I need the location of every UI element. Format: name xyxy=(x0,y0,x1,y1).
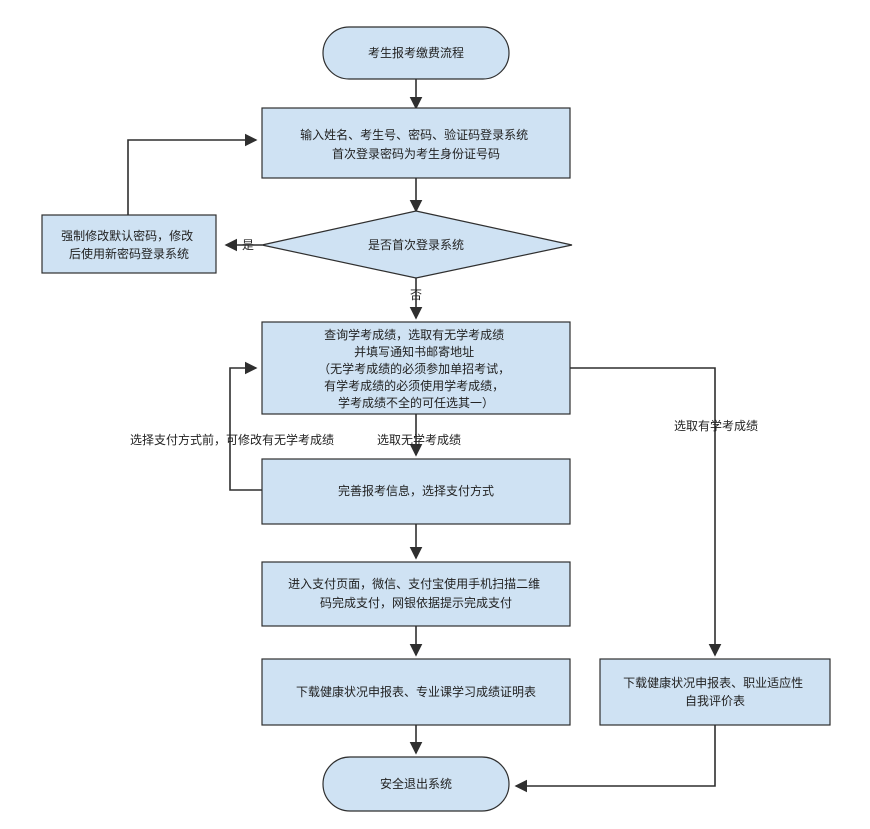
node-payment: 进入支付页面，微信、支付宝使用手机扫描二维 码完成支付，网银依据提示完成支付 xyxy=(261,561,571,627)
node-complete-info-line-1: 完善报考信息，选择支付方式 xyxy=(338,483,494,498)
svg-text:输入姓名、考生号、密码、验证码登录系统 首次登录: 输入姓名、考生号、密码、验证码登录系统 首次登录密码为考生身份证号码 xyxy=(300,127,532,161)
node-download-career-line-1: 下载健康状况申报表、职业适应性 xyxy=(623,675,803,690)
terminator-shape xyxy=(322,26,510,80)
edge-label-no-scores: 选取无学考成绩 xyxy=(377,432,461,447)
process-box xyxy=(261,321,571,415)
edge-career-to-exit xyxy=(514,725,716,793)
svg-text:下载健康状况申报表、专业课学习成绩证明表: 下载健康状况申报表、专业课学习成绩证明表 xyxy=(296,684,536,699)
edge-label-modify-before-pay: 选择支付方式前，可修改有无学考成绩 xyxy=(130,432,334,447)
process-box xyxy=(261,107,571,179)
edge-query-has-scores xyxy=(570,367,722,657)
node-change-password-line-2: 后使用新密码登录系统 xyxy=(69,246,189,261)
process-box xyxy=(41,214,217,274)
node-login-line-2: 首次登录密码为考生身份证号码 xyxy=(332,146,500,161)
node-decision-line-1: 是否首次登录系统 xyxy=(368,237,464,252)
terminator-shape xyxy=(322,756,510,812)
node-login-line-1: 输入姓名、考生号、密码、验证码登录系统 xyxy=(300,127,528,142)
svg-text:下载健康状况申报表、职业适应性 自我评价表: 下载健康状况申报表、职业适应性 自我评价表 xyxy=(623,675,807,708)
node-complete-info: 完善报考信息，选择支付方式 xyxy=(261,458,571,525)
process-box xyxy=(261,658,571,726)
process-box xyxy=(599,658,831,726)
edge-change-password-to-login xyxy=(127,133,258,215)
node-exit: 安全退出系统 xyxy=(322,756,510,812)
edge-label-has-scores: 选取有学考成绩 xyxy=(674,418,758,433)
node-start: 考生报考缴费流程 xyxy=(322,26,510,80)
node-download-course-line-1: 下载健康状况申报表、专业课学习成绩证明表 xyxy=(296,684,536,699)
node-query-line-5: 学考成绩不全的可任选其一） xyxy=(338,395,494,410)
svg-text:查询学考成绩，选取有无学考成绩 并填写通知书邮寄: 查询学考成绩，选取有无学考成绩 并填写通知书邮寄地址 （无学考成绩的必须参加单招… xyxy=(318,327,514,410)
node-exit-line-1: 安全退出系统 xyxy=(380,776,452,791)
node-payment-line-1: 进入支付页面，微信、支付宝使用手机扫描二维 xyxy=(288,576,540,591)
node-query-line-2: 并填写通知书邮寄地址 xyxy=(354,344,474,359)
svg-text:进入支付页面，微信、支付宝使用手机扫描二维 码完: 进入支付页面，微信、支付宝使用手机扫描二维 码完成支付，网银依据提示完成支付 xyxy=(288,576,544,610)
node-payment-line-2: 码完成支付，网银依据提示完成支付 xyxy=(320,595,512,610)
svg-text:完善报考信息，选择支付方式: 完善报考信息，选择支付方式 xyxy=(338,483,494,498)
node-download-career: 下载健康状况申报表、职业适应性 自我评价表 xyxy=(599,658,831,726)
svg-text:安全退出系统: 安全退出系统 xyxy=(380,776,452,791)
decision-diamond xyxy=(261,210,573,279)
svg-text:强制修改默认密码，修改 后使用新密码登录系统: 强制修改默认密码，修改 后使用新密码登录系统 xyxy=(61,228,197,261)
node-login: 输入姓名、考生号、密码、验证码登录系统 首次登录密码为考生身份证号码 xyxy=(261,107,571,179)
process-box xyxy=(261,561,571,627)
node-change-password: 强制修改默认密码，修改 后使用新密码登录系统 xyxy=(41,214,217,274)
svg-text:是否首次登录系统: 是否首次登录系统 xyxy=(368,237,464,252)
edge-label-no: 否 xyxy=(410,288,422,302)
node-change-password-line-1: 强制修改默认密码，修改 xyxy=(61,228,193,243)
node-query-line-1: 查询学考成绩，选取有无学考成绩 xyxy=(324,327,504,342)
edge-label-yes: 是 xyxy=(242,238,254,252)
node-download-career-line-2: 自我评价表 xyxy=(685,694,745,708)
svg-text:考生报考缴费流程: 考生报考缴费流程 xyxy=(368,45,464,60)
node-query-line-3: （无学考成绩的必须参加单招考试， xyxy=(318,361,510,376)
node-start-line-1: 考生报考缴费流程 xyxy=(368,45,464,60)
edge-complete-back-to-query xyxy=(229,361,262,491)
node-query-scores: 查询学考成绩，选取有无学考成绩 并填写通知书邮寄地址 （无学考成绩的必须参加单招… xyxy=(261,321,571,415)
node-query-line-4: 有学考成绩的必须使用学考成绩， xyxy=(324,378,504,393)
edges xyxy=(127,79,722,793)
node-first-login-decision: 是否首次登录系统 xyxy=(261,210,573,279)
node-download-course: 下载健康状况申报表、专业课学习成绩证明表 xyxy=(261,658,571,726)
process-box xyxy=(261,458,571,525)
